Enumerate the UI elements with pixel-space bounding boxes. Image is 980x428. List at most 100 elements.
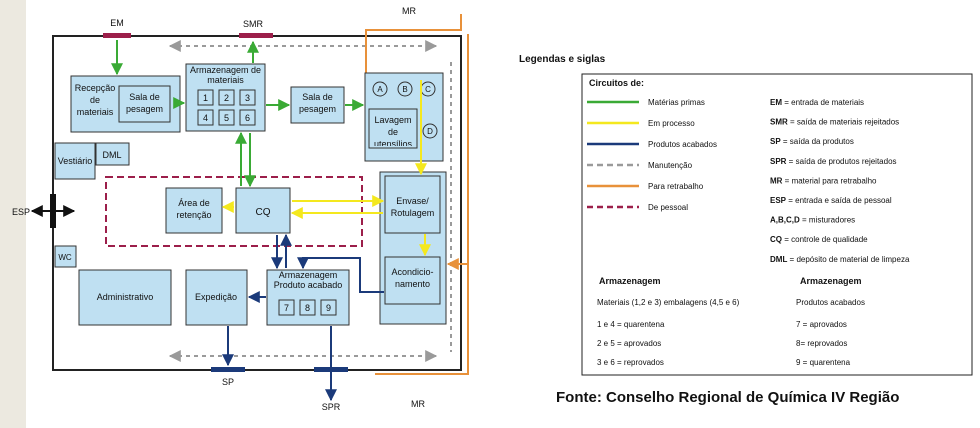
room-dml <box>95 142 130 166</box>
armazenagem-left-items: 1 e 4 = quarentena 2 e 5 = aprovados 3 e 6… <box>597 320 665 367</box>
product-cell <box>299 299 316 316</box>
legend-circuit-label: Para retrabalho <box>648 182 704 191</box>
sala-pesagem-label: Sala de pesagem <box>298 92 337 114</box>
armazenagem-right-sub: Produtos acabados <box>796 298 865 307</box>
legend-circuit-label: Em processo <box>648 119 695 128</box>
material-cell-label: 2 <box>224 93 229 103</box>
dml-label: DML <box>102 150 121 160</box>
armazenagem-left-item: 1 e 4 = quarentena <box>597 320 665 329</box>
legend-circuit-label: Produtos acabados <box>648 140 717 149</box>
em-door <box>103 33 131 38</box>
legend-heading: Legendas e siglas <box>519 54 606 65</box>
legend-box <box>581 73 973 376</box>
material-cell <box>239 109 256 126</box>
armazenagem-right-item: 8= reprovados <box>796 339 847 348</box>
product-cell-label: 7 <box>284 303 289 313</box>
sigla-entry: EM = entrada de materiais <box>770 98 864 107</box>
sigla-entry: SP = saída da produtos <box>770 137 854 146</box>
material-cell-label: 1 <box>203 93 208 103</box>
mixer-label: C <box>425 85 431 94</box>
raw-materials-flow <box>111 40 365 188</box>
wc-label: WC <box>58 253 72 262</box>
material-cell-label: 4 <box>203 113 208 123</box>
room-acondicionamento <box>384 256 441 305</box>
product-cell <box>320 299 337 316</box>
armazenagem-right-item: 7 = aprovados <box>796 320 847 329</box>
finished-products-flow <box>222 233 384 402</box>
legend-circuit-label: Manutenção <box>648 161 693 170</box>
smr-door <box>239 33 273 38</box>
sigla-entry: SPR = saída de produtos rejeitados <box>770 157 897 166</box>
room-armazenagem-produto <box>266 269 350 326</box>
armazenagem-left-sub: Materiais (1,2 e 3) embalagens (4,5 e 6) <box>597 298 740 307</box>
legend-circuit-label: De pessoal <box>648 203 688 212</box>
armazenagem-right-item: 9 = quarentena <box>796 358 851 367</box>
source-caption: Fonte: Conselho Regional de Química IV R… <box>556 389 899 406</box>
acondicionamento-label: Acondicio- namento <box>391 267 434 289</box>
material-cell <box>218 109 235 126</box>
mixer-label: A <box>377 85 383 94</box>
material-cell <box>197 109 214 126</box>
esp-label: ESP <box>12 207 30 217</box>
room-cq <box>235 187 291 234</box>
material-cell <box>197 89 214 106</box>
expedicao-label: Expedição <box>195 292 237 302</box>
room-sala-pesagem-inner <box>118 85 171 123</box>
mixer-circle <box>372 81 388 97</box>
room-area-retencao <box>165 187 223 234</box>
sigla-entry: MR = material para retrabalho <box>770 176 877 185</box>
armazenagem-left-item: 2 e 5 = aprovados <box>597 339 661 348</box>
maintenance-route <box>168 40 452 362</box>
administrativo-label: Administrativo <box>97 292 154 302</box>
room-administrativo <box>78 269 172 326</box>
mr-top-label: MR <box>402 6 416 16</box>
sigla-entry: CQ = controle de qualidade <box>770 235 868 244</box>
left-margin-strip <box>0 0 26 428</box>
material-cell-label: 3 <box>245 93 250 103</box>
sigla-entry: SMR = saída de materiais rejeitados <box>770 118 899 127</box>
sp-door <box>211 367 245 372</box>
sp-label: SP <box>222 377 234 387</box>
sigla-entry: ESP = entrada e saída de pessoal <box>770 196 892 205</box>
mixer-label: B <box>402 85 407 94</box>
personnel-circuit <box>105 176 363 247</box>
sala-pesagem-inner-label: Sala de pesagem <box>125 92 164 114</box>
armazenagem-left-title: Armazenagem <box>599 276 661 286</box>
product-cell-label: 9 <box>326 303 331 313</box>
material-cell <box>239 89 256 106</box>
material-cell <box>218 89 235 106</box>
recepcao-label: Recepção de materiais <box>74 83 116 117</box>
circuitos-title: Circuitos de: <box>589 78 644 88</box>
armazenagem-right-title: Armazenagem <box>800 276 862 286</box>
room-lavagem <box>368 108 418 149</box>
armazenagem-right-items: 7 = aprovados 8= reprovados 9 = quarentena <box>796 320 851 367</box>
spr-label: SPR <box>322 402 341 412</box>
room-wc <box>54 245 77 268</box>
mixer-circle <box>422 123 438 139</box>
armazenagem-produto-label: Armazenagem Produto acabado <box>273 270 343 290</box>
mr-bottom-label: MR <box>411 399 425 409</box>
envase-label: Envase/ Rotulagem <box>390 196 435 218</box>
lavagem-label: Lavagem de utensílios <box>373 115 413 146</box>
room-expedicao <box>185 269 248 326</box>
cq-label: CQ <box>256 207 271 218</box>
smr-label: SMR <box>243 19 264 29</box>
mixer-label: D <box>427 127 433 136</box>
vestiario-label: Vestiário <box>58 156 93 166</box>
product-cell-label: 8 <box>305 303 310 313</box>
armazenagem-materiais-label: Armazenagem de materiais <box>189 65 262 85</box>
mixer-circle <box>397 81 413 97</box>
room-sala-pesagem <box>290 86 345 124</box>
armazenagem-left-item: 3 e 6 = reprovados <box>597 358 664 367</box>
rework-route <box>365 14 469 375</box>
em-label: EM <box>110 18 124 28</box>
room-envase <box>384 175 441 234</box>
material-cell-label: 5 <box>224 113 229 123</box>
in-process-flow <box>221 80 431 257</box>
area-retencao-label: Área de retenção <box>176 198 212 220</box>
